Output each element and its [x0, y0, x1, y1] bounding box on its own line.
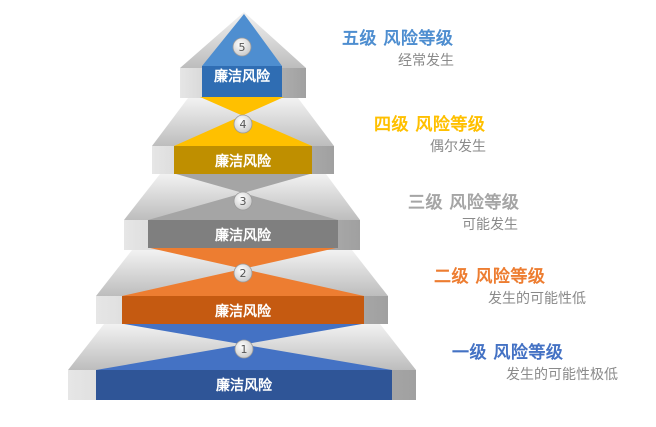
level-title: 二级 风险等级 — [434, 267, 546, 287]
level-number: 3 — [240, 195, 247, 208]
level-description: 偶尔发生 — [430, 139, 486, 155]
level-box — [174, 146, 312, 174]
level-title: 五级 风险等级 — [342, 29, 454, 49]
level-number: 5 — [239, 41, 246, 54]
level-number-badge — [233, 114, 253, 134]
level-title: 一级 风险等级 — [452, 343, 564, 363]
level-number: 2 — [240, 267, 247, 280]
level-title: 三级 风险等级 — [408, 193, 520, 213]
level-box-label: 廉洁风险 — [215, 227, 272, 244]
level-number-badge — [233, 191, 253, 211]
level-box — [148, 220, 338, 248]
level-description: 经常发生 — [398, 53, 454, 69]
level-number-badge — [233, 263, 253, 283]
level-box — [202, 66, 282, 100]
level-number-badge — [234, 339, 254, 359]
level-box-label: 廉洁风险 — [214, 68, 271, 85]
level-box — [122, 296, 364, 324]
level-box — [96, 370, 392, 400]
level-description: 发生的可能性极低 — [506, 367, 618, 383]
level-box-label: 廉洁风险 — [215, 303, 272, 320]
level-number-badge — [232, 37, 252, 57]
level-box-label: 廉洁风险 — [216, 377, 273, 394]
level-number: 1 — [241, 343, 248, 356]
level-description: 发生的可能性低 — [488, 291, 586, 307]
level-box-label: 廉洁风险 — [215, 153, 272, 170]
level-number: 4 — [240, 118, 247, 131]
level-title: 四级 风险等级 — [374, 115, 486, 135]
level-description: 可能发生 — [462, 217, 518, 233]
